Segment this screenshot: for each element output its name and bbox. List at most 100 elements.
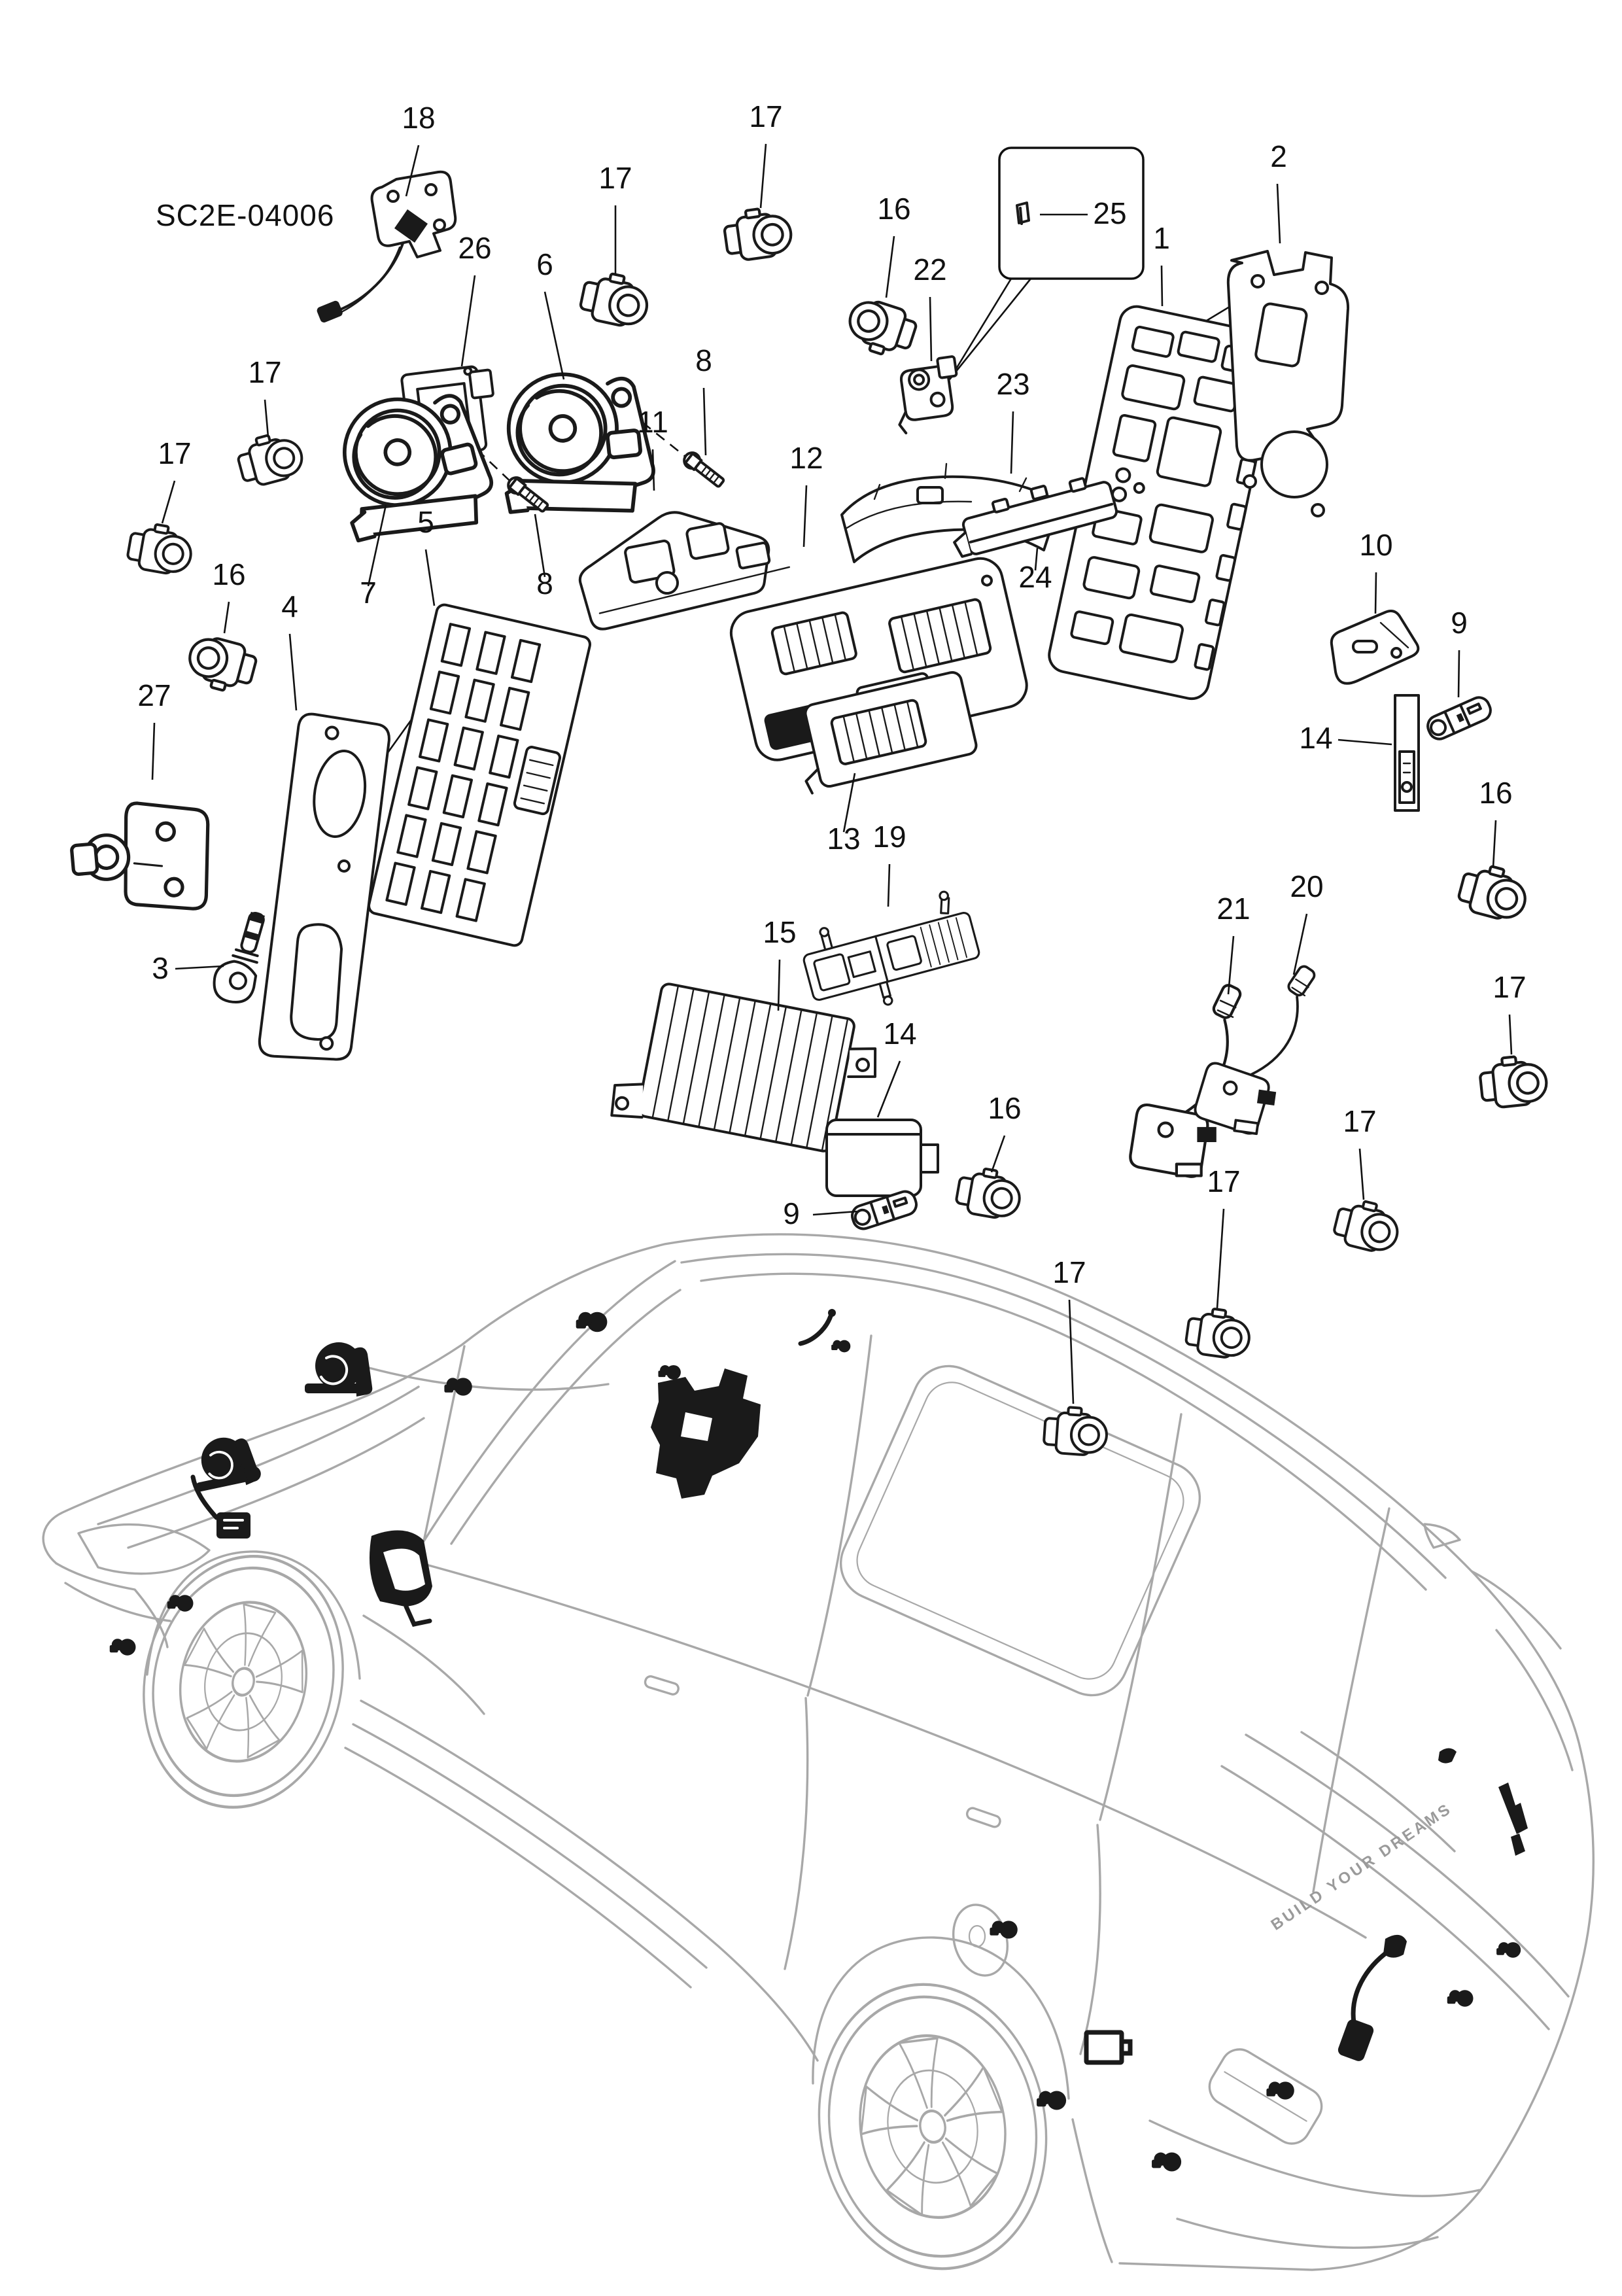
callout-label-17: 17 [1207,1164,1240,1198]
leader-line-12 [802,485,808,548]
car-overlay-camcableSolid [1336,1935,1407,2063]
callout-label-10: 10 [1359,528,1392,562]
callout-label-25: 25 [1093,196,1126,230]
callout-label-21: 21 [1216,892,1250,926]
callout-box [998,147,1145,280]
callout-label-4: 4 [281,589,298,623]
callout-label-16: 16 [988,1091,1021,1125]
callout-label-16: 16 [877,192,910,226]
callout-label-19: 19 [872,820,906,854]
car-artwork [42,1233,1595,2271]
callout-label-16: 16 [212,557,245,591]
callout-label-23: 23 [996,367,1029,401]
leader-line-4 [288,633,298,711]
assembly-line [451,425,517,488]
car-overlay-hornSolid [303,1341,374,1398]
leader-line-16 [1492,820,1497,868]
car-overlay-sensorSolid [444,1378,472,1396]
callout-label-17: 17 [158,436,191,470]
car-sunroof [839,1365,1201,1697]
car-overlay-sensorSolid [831,1340,851,1353]
part-17-sensor [722,205,793,262]
part-22-part22 [889,355,965,436]
leader-line-8 [702,387,707,456]
leader-line-17 [161,480,176,524]
part-19-asm19 [795,885,988,1024]
leader-line-17 [1068,1299,1075,1404]
leader-line-17 [759,143,767,209]
callout-label-17: 17 [749,99,782,133]
part-17-sensor [124,519,197,579]
leader-line-24 [1034,548,1039,571]
callout-label-7: 7 [360,576,377,610]
diagram-code: SC2E-04006 [156,198,334,232]
car-overlay-clipSolid [1438,1748,1457,1764]
part-6-horn [495,366,658,523]
callout-label-24: 24 [1018,560,1052,594]
callout-label-8: 8 [695,343,712,377]
callout-label-9: 9 [783,1196,800,1230]
leader-line-9 [1457,650,1460,698]
part-14-strip14 [1394,694,1420,812]
leader-line-17 [1508,1014,1513,1055]
car-overlay-lockBlob [651,1368,761,1499]
leader-line-21 [1227,935,1235,995]
leader-line-19 [887,863,891,907]
part-3-valve3 [208,905,275,1009]
callout-label-3: 3 [152,951,169,985]
car-silhouette [42,1233,1595,2271]
part-17-sensor [1041,1404,1110,1458]
leader-line-2 [1276,183,1281,244]
part-17-sensor [233,426,308,491]
car-overlay-tailBars [1498,1783,1528,1856]
callout-label-6: 6 [536,247,553,281]
leader-line-23 [1010,411,1014,474]
car-overlay-mirrorBlob [370,1530,432,1624]
brand-badge-text: BUILD YOUR DREAMS [1268,1800,1455,1934]
part-25-clip25 [1016,201,1030,225]
leader-line-10 [1374,572,1377,614]
car-overlay-sensorSolid [109,1639,136,1656]
callout-box-pointer [948,278,1032,380]
leader-line-17 [264,399,269,438]
callout-label-5: 5 [417,505,434,539]
callout-label-15: 15 [763,915,796,949]
leader-line-22 [929,296,933,362]
part-14-box14 [825,1119,939,1197]
leader-line-6 [544,291,565,380]
callout-label-20: 20 [1290,869,1323,903]
part-16-sensor [183,633,259,697]
car-overlay-sensorSolid [1496,1942,1521,1958]
part-2-bracket2 [1226,250,1350,517]
car-shark-fin [1423,1523,1461,1549]
car-overlay-sensorSolid [990,1921,1018,1939]
callout-label-26: 26 [458,231,491,265]
car-headlight [77,1523,211,1575]
leader-line-7 [367,504,387,587]
part-17-sensor [1183,1304,1254,1362]
part-10-bracket10 [1330,610,1420,685]
callout-label-17: 17 [1343,1104,1376,1138]
car-rear-wheel [818,1983,1048,2270]
leader-line-14 [876,1060,901,1118]
leader-line-27 [151,722,156,780]
car-taillight [1208,2048,1323,2145]
leader-line-16 [223,601,230,634]
car-overlay-hornSolid [186,1430,262,1497]
part-20-camcable [1191,950,1319,1141]
callout-label-9: 9 [1451,606,1468,640]
leader-lines [151,143,1513,1404]
car-overlay-sensorSolid [576,1312,608,1332]
leader-line-8 [534,513,546,578]
leader-line-17 [1216,1208,1225,1309]
leader-line-16 [990,1135,1006,1173]
callout-label-22: 22 [913,252,946,287]
leader-line-15 [777,959,781,1011]
callout-label-27: 27 [137,678,171,712]
leader-line-14 [1337,739,1392,746]
car-door-handle [965,1807,1001,1828]
car-overlay-sensorSolid [167,1595,194,1612]
car-overlay-sensorSolid [1037,2091,1067,2110]
